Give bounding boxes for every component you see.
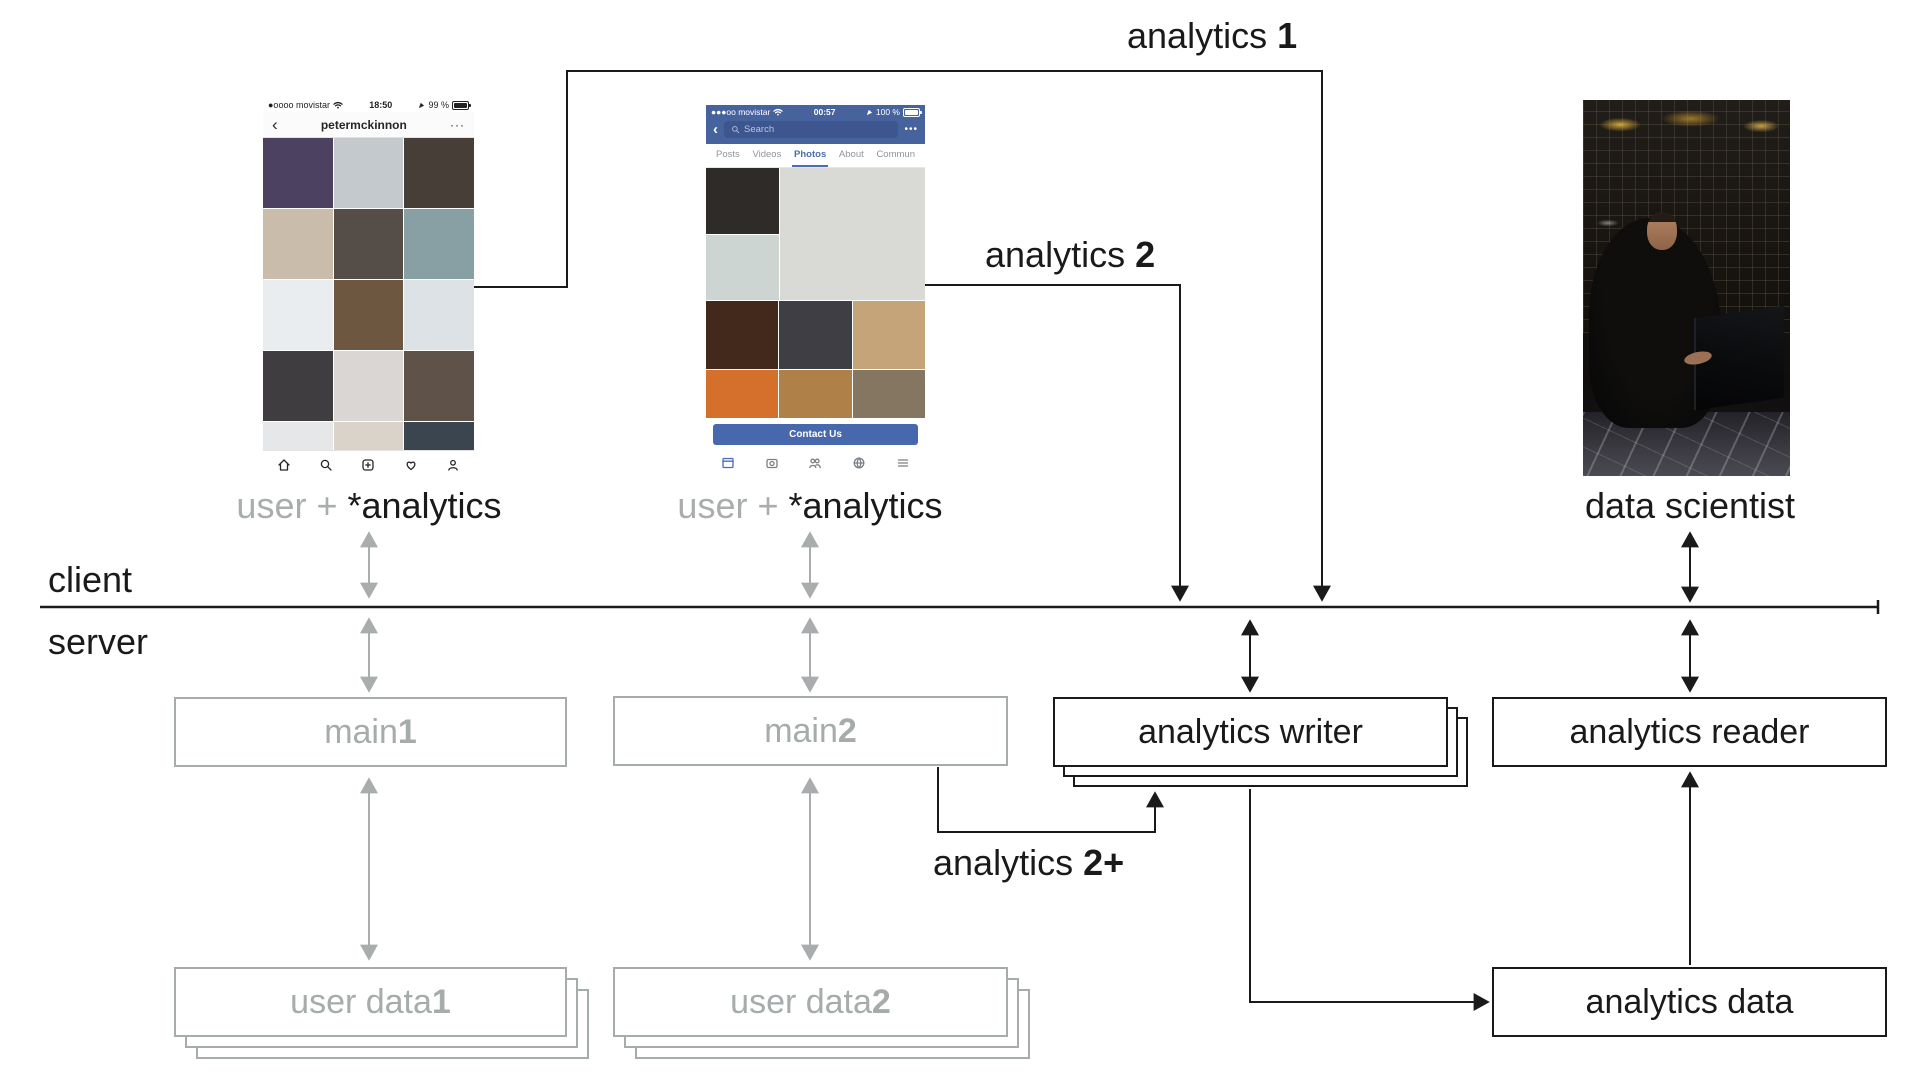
wifi-icon xyxy=(333,101,343,109)
camera-icon[interactable] xyxy=(765,456,779,470)
fb-battery-text: 100 % xyxy=(875,107,900,117)
photo-tile xyxy=(263,209,333,279)
analytics-reader-box: analytics reader xyxy=(1492,697,1887,767)
photo-tile xyxy=(333,280,404,350)
photo-tile xyxy=(706,168,779,234)
photo-tile xyxy=(706,234,779,300)
photo-tile xyxy=(779,301,852,369)
ig-battery-text: 99 % xyxy=(428,100,449,110)
photo-tile xyxy=(263,422,333,450)
search-icon xyxy=(732,126,740,134)
friends-icon[interactable] xyxy=(808,456,822,470)
tab-posts[interactable]: Posts xyxy=(716,149,740,160)
fb-carrier-text: ●●●oo movistar xyxy=(711,107,771,117)
fb-header: ●●●oo movistar 00:57 100 % ‹ Search xyxy=(706,105,925,144)
tab-community[interactable]: Commun xyxy=(876,149,915,160)
instagram-phone-screenshot: ●oooo movistar 18:50 99 % ‹ petermckinno… xyxy=(263,98,474,478)
analytics2plus-label: analytics 2+ xyxy=(933,842,1125,883)
photo-tile xyxy=(404,138,474,208)
fb-search-placeholder: Search xyxy=(744,124,775,135)
photo-tile xyxy=(263,351,333,421)
profile-icon[interactable] xyxy=(446,458,460,472)
back-chevron-icon[interactable]: ‹ xyxy=(713,121,718,138)
tab-about[interactable]: About xyxy=(838,149,864,160)
photo-tile xyxy=(404,351,474,421)
analytics1-label: analytics 1 xyxy=(1127,15,1298,56)
search-icon[interactable] xyxy=(319,458,333,472)
tab-videos[interactable]: Videos xyxy=(752,149,782,160)
ig-time-text: 18:50 xyxy=(369,100,393,110)
photo-tile xyxy=(404,209,474,279)
fb-tab-bar: Posts Videos Photos About Commun xyxy=(706,144,925,168)
ig-status-bar: ●oooo movistar 18:50 99 % xyxy=(263,98,474,112)
analytics-writer-box: analytics writer xyxy=(1053,697,1448,767)
add-post-icon[interactable] xyxy=(361,458,375,472)
photo-tile xyxy=(706,370,779,418)
contact-us-button[interactable]: Contact Us xyxy=(713,424,918,445)
photo-tile xyxy=(333,138,404,208)
writer-to-data-connector xyxy=(1249,789,1490,1011)
ig-photo-grid[interactable] xyxy=(263,138,474,450)
fb-photo-row3[interactable] xyxy=(706,301,925,369)
ig-carrier-text: ●oooo movistar xyxy=(268,100,330,110)
battery-icon xyxy=(451,100,471,110)
person-face xyxy=(1647,212,1677,250)
server-label: server xyxy=(48,621,149,662)
photo-tile xyxy=(404,280,474,350)
menu-icon[interactable] xyxy=(896,456,910,470)
analytics-data-box: analytics data xyxy=(1492,967,1887,1037)
user-data2-box: user data 2 xyxy=(613,967,1008,1037)
fb-status-bar: ●●●oo movistar 00:57 100 % xyxy=(706,105,925,119)
globe-icon[interactable] xyxy=(852,456,866,470)
photo-tile xyxy=(333,351,404,421)
newsfeed-icon[interactable] xyxy=(721,456,735,470)
battery-icon xyxy=(902,107,922,117)
wifi-icon xyxy=(773,108,783,116)
main1-box: main 1 xyxy=(174,697,567,767)
user1-label: user + *analytics xyxy=(236,485,502,526)
photo-tile xyxy=(263,280,333,350)
ig-profile-header: ‹ petermckinnon ··· xyxy=(263,112,474,138)
more-options-icon[interactable]: ··· xyxy=(450,117,465,132)
analytics1-connector xyxy=(474,70,1331,602)
tab-photos[interactable]: Photos xyxy=(792,144,829,167)
main2-box: main 2 xyxy=(613,696,1008,766)
analytics2-connector xyxy=(925,284,1189,602)
location-arrow-icon xyxy=(866,109,872,115)
heart-icon[interactable] xyxy=(404,458,418,472)
back-chevron-icon[interactable]: ‹ xyxy=(272,115,278,134)
ig-username: petermckinnon xyxy=(320,117,407,132)
client-label: client xyxy=(48,559,133,600)
photo-tile xyxy=(333,209,404,279)
more-options-icon[interactable]: ••• xyxy=(904,124,918,135)
home-icon[interactable] xyxy=(277,458,291,472)
ceiling-lights xyxy=(1583,104,1790,150)
analytics2-label: analytics 2 xyxy=(985,234,1156,275)
photo-tile xyxy=(852,301,925,369)
fb-left-tiles[interactable] xyxy=(706,168,779,300)
data-scientist-label: data scientist xyxy=(1584,485,1796,526)
photo-tile xyxy=(779,370,852,418)
photo-tile xyxy=(404,422,474,450)
user-data1-box: user data 1 xyxy=(174,967,567,1037)
fb-search-row: ‹ Search ••• xyxy=(706,119,925,144)
fb-photo-row4[interactable] xyxy=(706,370,925,418)
fb-search-bar[interactable]: Search xyxy=(724,121,899,138)
analytics2plus-connector xyxy=(937,767,1164,833)
data-scientist-photo xyxy=(1583,100,1790,476)
location-arrow-icon xyxy=(419,102,425,108)
facebook-phone-screenshot: ●●●oo movistar 00:57 100 % ‹ Search xyxy=(706,105,925,480)
fb-big-photo[interactable] xyxy=(780,168,925,300)
photo-tile xyxy=(852,370,925,418)
fb-time-text: 00:57 xyxy=(813,107,836,117)
ig-bottom-nav xyxy=(263,450,474,478)
photo-tile xyxy=(706,301,779,369)
photo-tile xyxy=(333,422,404,450)
user2-label: user + *analytics xyxy=(677,485,943,526)
fb-bottom-nav xyxy=(706,451,925,475)
fb-photo-row-top[interactable] xyxy=(706,168,925,300)
photo-tile xyxy=(263,138,333,208)
